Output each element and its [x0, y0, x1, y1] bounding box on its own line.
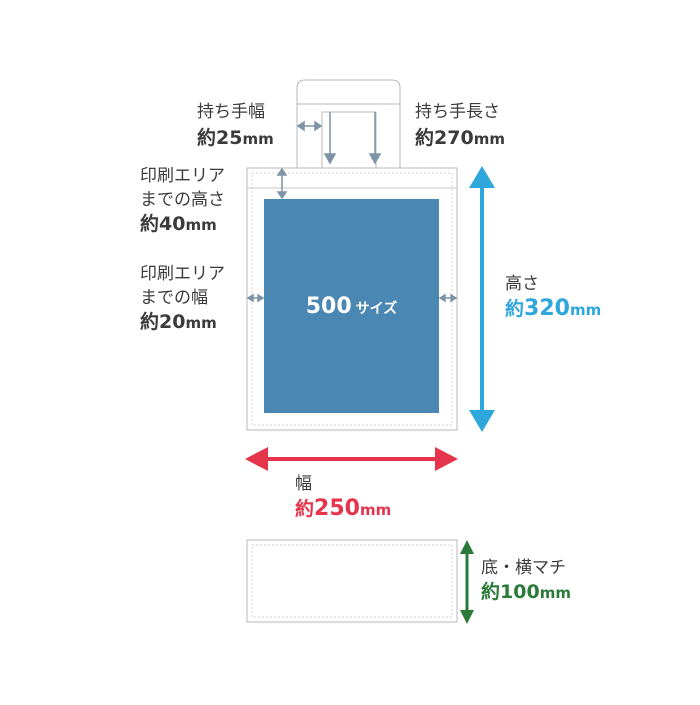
print-size-suffix: サイズ: [355, 301, 398, 317]
gusset-prefix: 約: [481, 581, 501, 603]
width-number: 250: [314, 496, 360, 521]
print-top-value: 約40mm: [140, 213, 217, 236]
width-label: 幅: [295, 474, 312, 494]
print-side-value: 約20mm: [140, 311, 217, 334]
width-prefix: 約: [295, 498, 315, 520]
height-value: 約320mm: [505, 298, 601, 321]
print-side-line1: 印刷エリア: [140, 264, 225, 284]
gusset-value: 約100mm: [481, 581, 571, 604]
handle-length-number: 270: [434, 127, 474, 149]
print-top-unit: mm: [185, 216, 217, 234]
handle-width-label: 持ち手幅: [197, 102, 265, 122]
handle-length-label: 持ち手長さ: [415, 102, 500, 122]
print-side-line2: までの幅: [140, 288, 208, 308]
height-arrow: [469, 166, 495, 432]
height-unit: mm: [569, 301, 602, 319]
handle-width-number: 25: [216, 127, 243, 149]
gusset-label: 底・横マチ: [481, 558, 566, 578]
small-dimension-arrows: [246, 112, 458, 303]
height-label: 高さ: [505, 274, 539, 294]
print-top-number: 40: [159, 213, 186, 235]
gusset-arrow: [460, 540, 474, 624]
handle-length-unit: mm: [473, 130, 505, 148]
print-top-line1: 印刷エリア: [140, 166, 225, 186]
print-top-prefix: 約: [140, 213, 160, 235]
gusset-number: 100: [500, 581, 540, 603]
width-value: 約250mm: [295, 498, 391, 521]
print-area: [264, 199, 439, 413]
handle-width-unit: mm: [242, 130, 274, 148]
width-arrow: [245, 447, 458, 471]
print-side-number: 20: [159, 311, 186, 333]
print-size-number: 500: [305, 294, 352, 319]
gusset-unit: mm: [539, 584, 571, 602]
handle-width-prefix: 約: [197, 127, 217, 149]
height-prefix: 約: [505, 298, 525, 320]
gusset-panel: [246, 539, 458, 623]
print-side-prefix: 約: [140, 311, 160, 333]
bag-body: [246, 167, 458, 431]
handle-length-value: 約270mm: [415, 127, 505, 150]
width-unit: mm: [359, 501, 392, 519]
print-side-unit: mm: [185, 314, 217, 332]
print-top-line2: までの高さ: [140, 190, 225, 210]
height-number: 320: [524, 296, 570, 321]
handle-width-value: 約25mm: [197, 127, 274, 150]
handle-length-prefix: 約: [415, 127, 435, 149]
